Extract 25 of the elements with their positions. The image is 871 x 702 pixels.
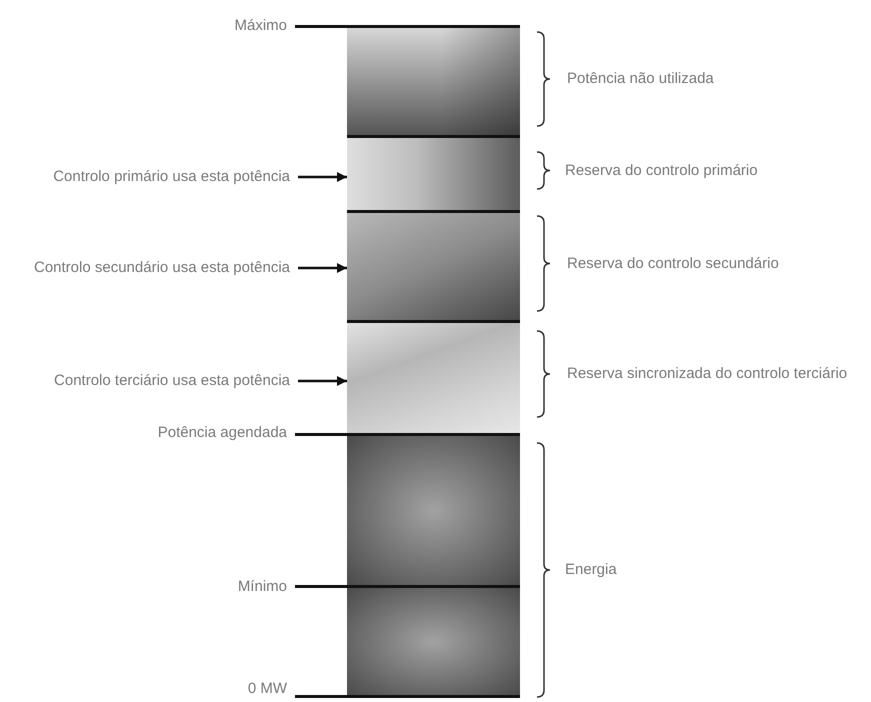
bracket-label: Reserva sincronizada do controlo terciário xyxy=(567,365,848,383)
level-line xyxy=(295,433,347,436)
arrow xyxy=(298,263,347,273)
power-band xyxy=(347,138,520,213)
arrow xyxy=(298,172,347,182)
control-label: Controlo terciário usa esta potência xyxy=(54,372,290,390)
level-label: 0 MW xyxy=(248,680,287,698)
power-band xyxy=(347,436,520,588)
power-band xyxy=(347,213,520,323)
control-label: Controlo primário usa esta potência xyxy=(53,168,290,186)
power-band xyxy=(347,323,520,436)
level-line xyxy=(295,585,347,588)
level-label: Potência agendada xyxy=(158,424,287,442)
bracket-label: Reserva do controlo secundário xyxy=(567,254,779,272)
control-label: Controlo secundário usa esta potência xyxy=(34,259,290,277)
level-label: Mínimo xyxy=(238,578,287,596)
power-band xyxy=(347,25,520,138)
bracket-label: Energia xyxy=(565,561,617,579)
level-label: Máximo xyxy=(234,17,287,35)
level-line xyxy=(295,25,347,28)
power-band xyxy=(347,588,520,698)
level-line xyxy=(295,695,347,698)
arrow xyxy=(298,376,347,386)
bracket-label: Reserva do controlo primário xyxy=(565,162,758,180)
bracket-label: Potência não utilizada xyxy=(567,70,714,88)
